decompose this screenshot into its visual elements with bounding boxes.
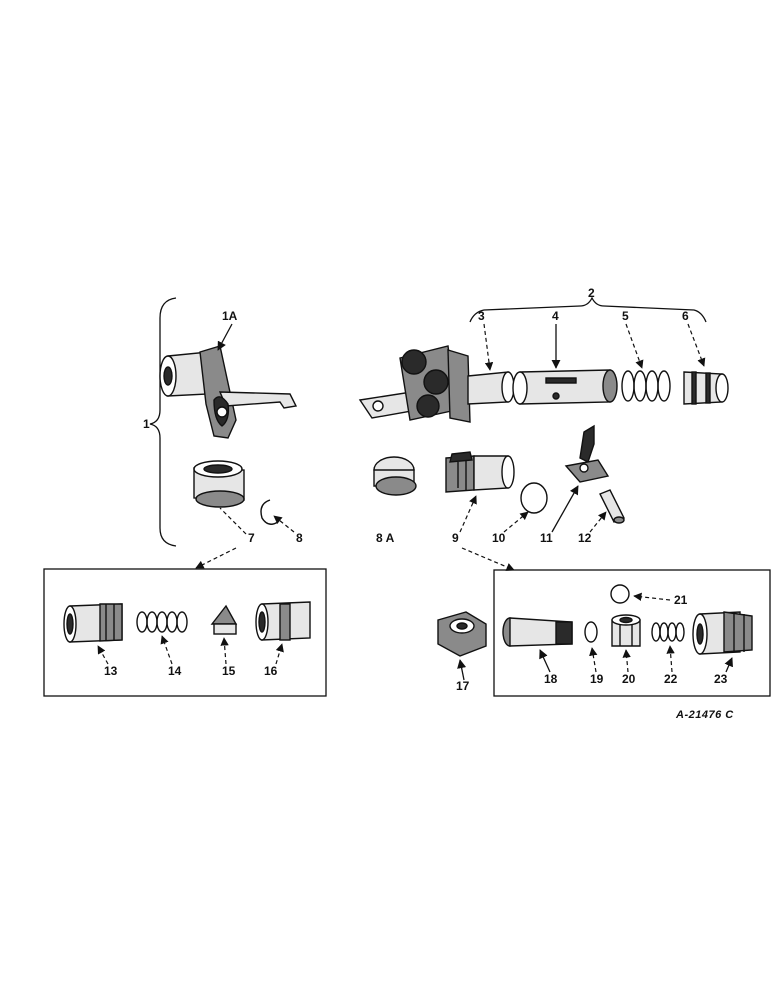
- label-13: 13: [104, 664, 118, 678]
- part-5-spring: [621, 370, 671, 402]
- part-20-collar: [611, 614, 641, 647]
- part-22-spring: [651, 622, 685, 642]
- part-19-washer: [584, 621, 598, 643]
- part-8a-plug: [373, 456, 417, 496]
- label-7: 7: [248, 531, 255, 545]
- part-4-sleeve: [512, 369, 618, 405]
- label-1a: 1A: [222, 309, 238, 323]
- part-21-washer: [610, 584, 630, 604]
- drawing-code: A-21476 C: [675, 709, 734, 721]
- label-8: 8: [296, 531, 303, 545]
- label-17: 17: [456, 679, 470, 693]
- label-8a: 8 A: [376, 531, 395, 545]
- label-4: 4: [552, 309, 559, 323]
- part-3-lever-shaft: [358, 345, 515, 423]
- part-18-valve-stem: [502, 617, 573, 647]
- part-13-coupling: [63, 603, 123, 643]
- part-6-slotted-cap: [683, 371, 729, 405]
- part-8-snap-ring: [260, 499, 279, 525]
- label-18: 18: [544, 672, 558, 686]
- label-14: 14: [168, 664, 182, 678]
- label-12: 12: [578, 531, 592, 545]
- label-6: 6: [682, 309, 689, 323]
- label-11: 11: [540, 531, 553, 545]
- label-15: 15: [222, 664, 236, 678]
- part-12-pin: [599, 489, 625, 524]
- part-16-bushing: [255, 601, 311, 641]
- brace-assembly-1: [149, 297, 177, 547]
- subassembly-box-right: [493, 569, 771, 697]
- part-7-bushing: [193, 460, 245, 508]
- part-14-spring: [136, 611, 188, 633]
- label-2: 2: [588, 286, 595, 300]
- part-17-cap-nut: [437, 611, 487, 657]
- label-10: 10: [492, 531, 506, 545]
- bracket-assembly-2: [469, 296, 707, 323]
- part-23-fitting: [692, 611, 753, 655]
- part-11-latch: [564, 424, 610, 483]
- label-9: 9: [452, 531, 459, 545]
- label-1: 1: [143, 417, 150, 431]
- label-5: 5: [622, 309, 629, 323]
- label-21: 21: [674, 593, 688, 607]
- part-1a-shaft-arm: [159, 345, 298, 439]
- part-9-fitting: [445, 451, 515, 493]
- part-15-valve-cone: [210, 604, 238, 635]
- label-22: 22: [664, 672, 678, 686]
- subassembly-box-left: [43, 568, 327, 697]
- label-16: 16: [264, 664, 278, 678]
- label-23: 23: [714, 672, 728, 686]
- label-19: 19: [590, 672, 604, 686]
- label-3: 3: [478, 309, 485, 323]
- part-10-ring: [520, 482, 548, 514]
- label-20: 20: [622, 672, 636, 686]
